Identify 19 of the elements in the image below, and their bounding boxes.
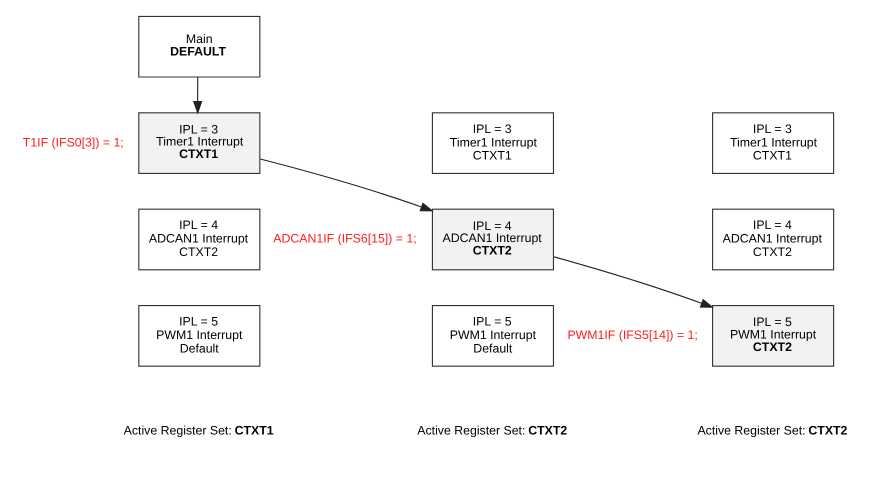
node-label: ADCAN1IF (IFS6[15]) = 1; (273, 232, 417, 246)
node-box: IPL = 4 ADCAN1 Interrupt CTXT2 (432, 208, 554, 270)
node-box: IPL = 4 ADCAN1 Interrupt CTXT2 (138, 208, 260, 270)
arrow (554, 256, 714, 308)
node-box: IPL = 5 PWM1 Interrupt Default (432, 305, 554, 367)
node-box: IPL = 4 ADCAN1 Interrupt CTXT2 (712, 208, 834, 270)
node-box: IPL = 3 Timer1 Interrupt CTXT1 (138, 112, 260, 174)
node-label: PWM1IF (IFS5[14]) = 1; (567, 328, 698, 342)
node-label: T1IF (IFS0[3]) = 1; (22, 135, 124, 150)
node-box: IPL = 5 PWM1 Interrupt Default (138, 305, 260, 367)
arrow (192, 77, 202, 114)
node-box: IPL = 3 Timer1 Interrupt CTXT1 (432, 112, 554, 174)
label: Active Register Set: CTXT2 (697, 423, 848, 438)
arrow (260, 158, 434, 212)
label: Active Register Set: CTXT2 (417, 423, 568, 438)
node-box: IPL = 5 PWM1 Interrupt CTXT2 (712, 305, 834, 367)
node-box: IPL = 3 Timer1 Interrupt CTXT1 (712, 112, 834, 174)
label: Active Register Set: CTXT1 (124, 423, 274, 438)
node-box: Main DEFAULT (138, 16, 260, 78)
